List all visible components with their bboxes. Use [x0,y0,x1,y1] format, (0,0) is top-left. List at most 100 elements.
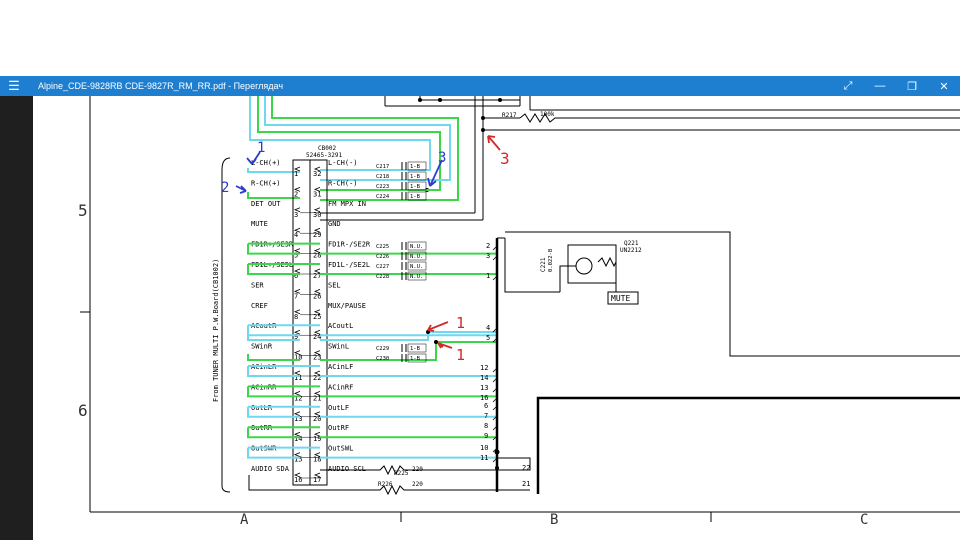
right-pin-31: R-CH(-)31 [313,179,358,198]
pin-arrow [313,329,321,335]
capacitor-ref: C229 [376,346,389,352]
right-pin-label: ACinRF [328,383,353,391]
right-pin-label: OutRF [328,424,349,432]
right-pin-21: ACinRF 21 [313,383,353,402]
pin-arrow [293,309,301,315]
close-icon[interactable]: ✕ [939,80,949,93]
expand-icon[interactable]: ⤢ [843,79,853,92]
capacitor-ref: C225 [376,244,389,250]
bus-number: 7 [484,412,488,420]
right-pin-label: OutLF [328,404,349,412]
pin-arrow [293,370,301,376]
left-pin-label: AUDIO SDA [251,465,290,473]
transistor-symbol [575,257,593,275]
bus-number: 22 [522,464,530,472]
right-pin-label: ACoutL [328,322,353,330]
green-loop-lch [257,96,441,191]
cap-value-box [407,181,427,191]
right-pin-number: 21 [313,394,321,402]
bus-tap [492,425,498,431]
resistor-r226 [248,475,530,496]
bus-number: 6 [484,402,488,410]
bus-number: 21 [522,480,530,488]
pin-arrow [293,187,301,192]
right-pin-number: 25 [313,313,321,321]
cap-value-box [407,171,427,181]
left-wire-15 [247,447,300,459]
document-view[interactable]: 5 6 A B C R217 100k [33,96,960,540]
pin-arrow [313,207,321,213]
pin-arrow [313,187,321,192]
cap-value-box [407,343,427,353]
right-pin-number: 22 [313,374,321,382]
bus-number: 5 [486,334,490,342]
pin-arrow [313,391,321,396]
pin-arrow [293,472,301,478]
right-pin-number: 31 [313,190,321,198]
red-annotation-3: 3 [500,149,510,168]
cap-value-box [407,261,427,271]
right-pin-number: 26 [313,292,321,300]
bus-tap [492,275,498,281]
left-pin-label: SWinR [251,343,273,351]
minimize-icon[interactable]: — [874,80,886,92]
left-pin-label: SER [251,281,264,289]
pin-arrow [293,431,301,437]
pin-arrow [293,350,301,355]
capacitor-value: N.U. [410,274,423,280]
bus-tap [492,327,498,333]
right-pin-number: 24 [313,333,321,341]
resistor-r217 [519,113,560,123]
pin-arrow [293,207,301,213]
pin-arrow [313,370,321,376]
window-titlebar: ☰ Alpine_CDE-9828RB CDE-9827R_RM_RR.pdf … [0,76,960,96]
right-pin-32: L-CH(-)32 [313,159,358,178]
background-top [0,0,960,76]
bus-number: 4 [486,324,490,332]
bus-tap [492,457,498,463]
hamburger-menu-icon[interactable]: ☰ [8,78,20,93]
pin-arrow [293,248,301,253]
bus-number: 2 [486,242,490,250]
transistor-leads [559,265,576,292]
col-marker-c: C [860,512,868,528]
pin-arrow [293,166,301,172]
transistor-ref: Q221 [624,240,639,247]
capacitor-value: 1-B [410,184,421,190]
bus-tap [492,415,498,421]
resistor-r225-val: 220 [412,466,423,473]
pin-arrow [293,391,301,396]
cap-value-box [407,353,427,363]
right-pin-label: SEL [328,281,341,289]
restore-icon[interactable]: ❐ [907,80,917,93]
left-pin-1: L-CH(+)1 [251,159,301,178]
bus-tap [492,377,498,383]
right-pin-number: 23 [313,354,321,362]
capacitor-value: 1-B [410,194,421,200]
left-pin-number: 14 [294,435,302,443]
thin-output-line-c [504,238,560,293]
capacitor-ref: C224 [376,194,390,200]
pin-arrow [313,431,321,437]
capacitor-ref: C230 [376,356,389,362]
bus-number: 11 [480,454,488,462]
resistor-r225-ref: R225 [394,470,409,477]
pin-arrow [293,268,301,274]
right-pin-label: MUX/PAUSE [328,302,366,310]
acoutl-wire [320,331,497,341]
bus-number: 10 [480,444,488,452]
right-pin-26: SEL 26 [313,281,341,300]
bus-tap [492,245,498,251]
transistor-resistor [597,256,617,268]
right-pin-label: FD1R-/SE2R [328,241,371,249]
connector-ref: CB002 [318,145,336,152]
